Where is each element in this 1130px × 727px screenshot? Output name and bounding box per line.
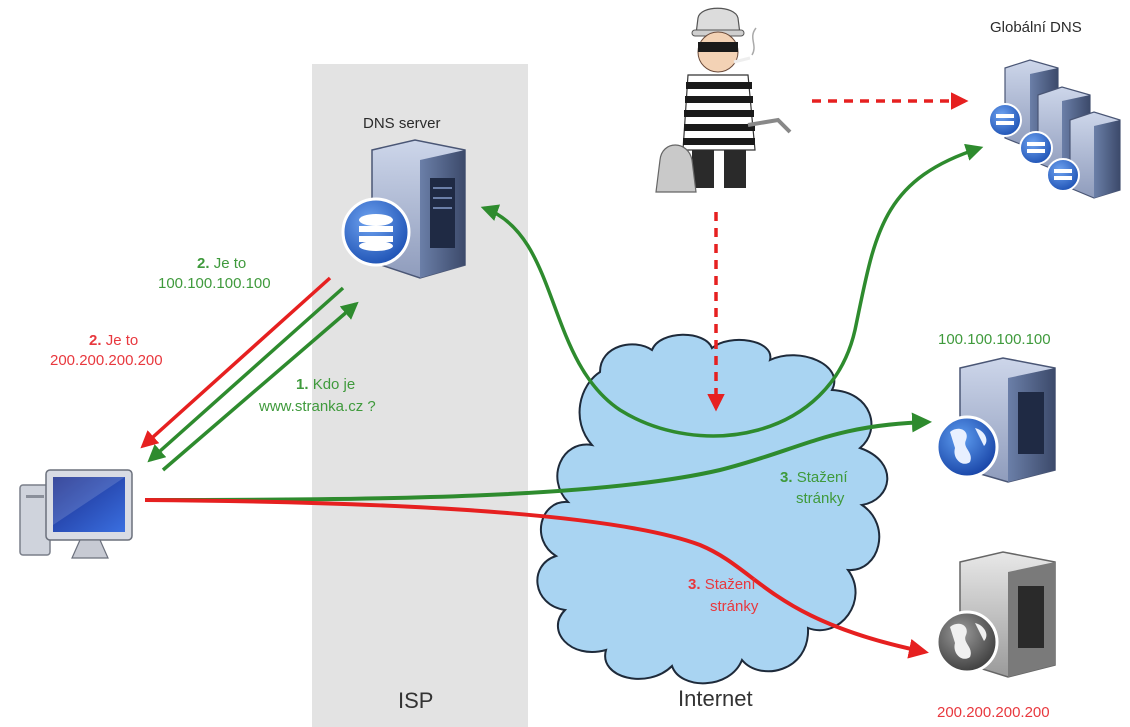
dns-server-icon [341,139,466,279]
good-ip-label: 100.100.100.100 [938,331,1051,348]
step3-bad-line2: stránky [710,598,759,615]
arrow-step2-good-response [147,286,345,463]
global-dns-label: Globální DNS [990,19,1082,36]
step2-good-line2: 100.100.100.100 [158,275,271,292]
attacker-icon [655,7,792,193]
step2-bad-line1: 2. Je to [89,331,138,350]
step1-line2: www.stranka.cz ? [259,398,376,415]
step2-good-text: Je to [213,255,247,272]
arrow-step2-bad-response [140,276,332,449]
step2-bad-line2: 200.200.200.200 [50,352,163,369]
step3-bad-text: Stažení [704,576,756,593]
step3-bad-line1: 3. Stažení [688,575,756,594]
step2-bad-text: Je to [105,332,139,349]
step3-bad-num: 3. [688,576,701,593]
rogue-server-icon [935,551,1056,678]
arrow-step1-query [161,301,359,472]
arrow-step3-good-download [144,412,932,502]
dns-server-label: DNS server [363,115,441,132]
internet-cloud-icon [536,333,889,685]
step3-good-num: 3. [780,469,793,486]
step1-num: 1. [296,376,309,393]
step3-good-line2: stránky [796,490,845,507]
bad-ip-label: 200.200.200.200 [937,704,1050,721]
computer-icon [19,469,133,559]
step1-text: Kdo je [312,376,356,393]
web-server-icon [935,357,1056,483]
step3-good-text: Stažení [796,469,848,486]
arrow-step3-bad-download [144,498,929,659]
step1-line1: 1. Kdo je [296,375,355,394]
global-dns-servers-icon [988,59,1121,199]
step3-good-line1: 3. Stažení [780,468,848,487]
internet-label: Internet [678,686,753,711]
arrow-dns-resolution [480,143,984,438]
step2-good-line1: 2. Je to [197,254,246,273]
isp-label: ISP [398,688,433,713]
step2-bad-num: 2. [89,332,102,349]
step2-good-num: 2. [197,255,210,272]
